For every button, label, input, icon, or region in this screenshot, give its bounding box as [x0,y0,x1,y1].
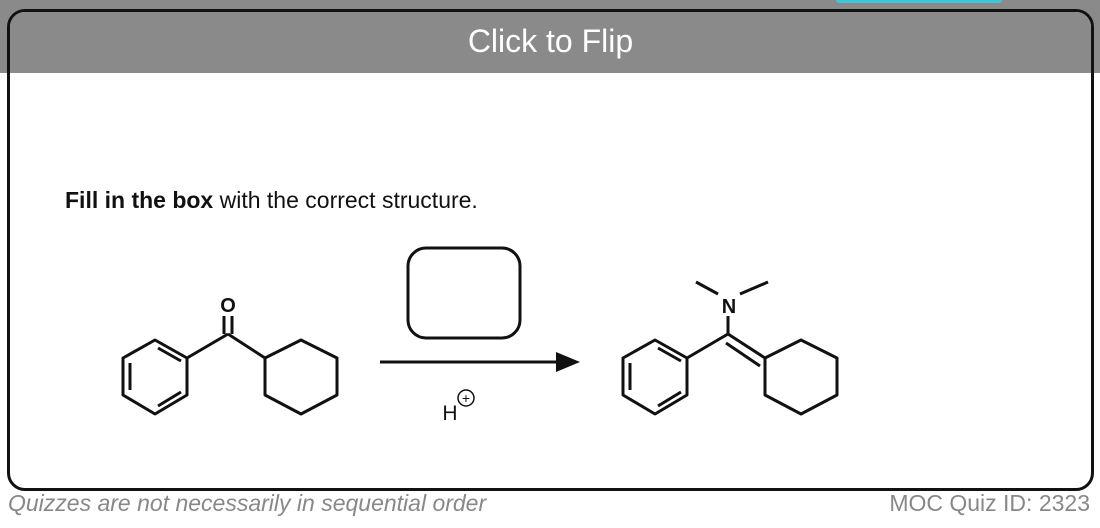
prompt-bold: Fill in the box [65,187,214,213]
sequence-note: Quizzes are not necessarily in sequentia… [8,490,487,516]
tab-indicator [836,0,1002,3]
click-to-flip-button[interactable]: Click to Flip [10,12,1091,73]
methyl-bond [739,280,769,296]
bond [186,332,229,360]
quiz-id: MOC Quiz ID: 2323 [889,490,1090,516]
reactant-benzene-ring [121,338,189,416]
nitrogen-atom: N [722,296,736,318]
arrow-head-icon [556,352,580,372]
product-cyclohexane-ring [763,338,839,416]
reagent-label: H [442,402,457,425]
product-benzene-ring [621,338,689,416]
alkene-bond [727,332,766,360]
methyl-bond [695,280,719,296]
prompt-rest: with the correct structure. [213,187,478,213]
charge-sign: + [462,390,470,406]
answer-box[interactable] [406,246,522,340]
flashcard[interactable]: Click to Flip Fill in the box with the c… [7,9,1094,491]
bond [227,332,266,360]
alkene-bond [725,341,761,368]
bond [686,332,729,360]
positive-charge-icon [457,389,475,407]
oxygen-atom: O [220,295,236,317]
question-prompt: Fill in the box with the correct structu… [65,187,478,214]
reactant-cyclohexane-ring [263,338,339,416]
